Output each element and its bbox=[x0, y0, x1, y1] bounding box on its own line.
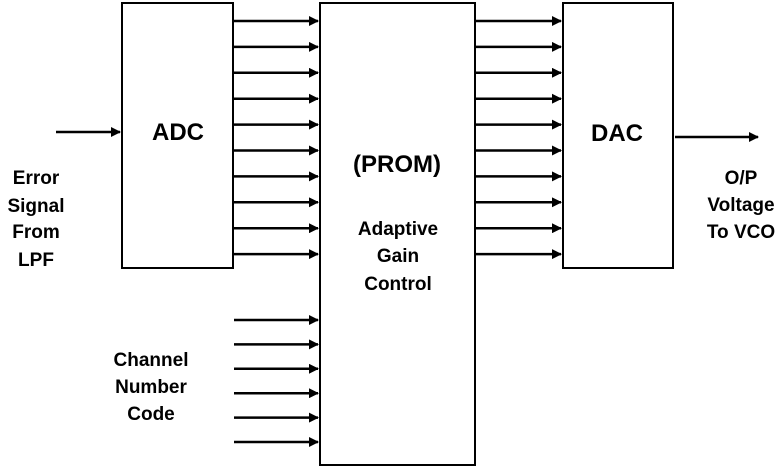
prom-to-dac-bus bbox=[476, 16, 562, 260]
channel-code-line-3: Code bbox=[127, 404, 175, 425]
prom-block bbox=[319, 2, 476, 466]
prom-sublabel-line-1: Adaptive bbox=[358, 219, 438, 240]
error-signal-line-2: Signal bbox=[7, 196, 64, 217]
channel-code-line-1: Channel bbox=[114, 350, 189, 371]
adc-to-prom-bus bbox=[234, 16, 319, 260]
dac-block bbox=[562, 2, 674, 269]
prom-sublabel-line-2: Gain bbox=[377, 246, 419, 267]
output-line-1: O/P bbox=[725, 168, 758, 189]
channel-code-line-2: Number bbox=[115, 377, 187, 398]
channel-code-bus bbox=[234, 315, 319, 447]
error-signal-line-4: LPF bbox=[18, 250, 54, 271]
dac-label: DAC bbox=[591, 120, 643, 147]
output-line-3: To VCO bbox=[707, 222, 775, 243]
adc-label: ADC bbox=[152, 119, 204, 146]
adc-block bbox=[121, 2, 234, 269]
error-signal-line-3: From bbox=[12, 222, 60, 243]
prom-sublabel-line-3: Control bbox=[364, 274, 432, 295]
prom-label: (PROM) bbox=[353, 151, 441, 178]
error-signal-line-1: Error bbox=[13, 168, 60, 189]
output-line-2: Voltage bbox=[707, 195, 774, 216]
